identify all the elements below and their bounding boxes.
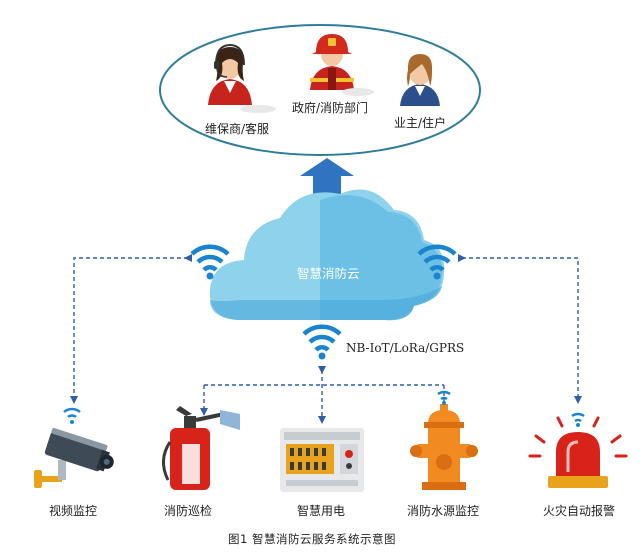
electric-label: 智慧用电 bbox=[297, 504, 346, 518]
resident-avatar-icon bbox=[400, 54, 440, 106]
cloud-icon bbox=[209, 189, 445, 321]
wifi-right-icon bbox=[417, 244, 457, 280]
cloud-label: 智慧消防云 bbox=[297, 266, 360, 281]
owner-label: 业主/住户 bbox=[394, 116, 447, 130]
fire-dept-label: 政府/消防部门 bbox=[292, 101, 369, 115]
electric-panel-icon bbox=[280, 428, 364, 492]
video-label: 视频监控 bbox=[49, 504, 98, 518]
water-label: 消防水源监控 bbox=[407, 504, 480, 518]
patrol-label: 消防巡检 bbox=[164, 504, 213, 518]
video-link-line bbox=[70, 254, 192, 404]
upload-arrow-icon bbox=[300, 158, 354, 196]
wifi-center-icon bbox=[302, 324, 342, 360]
maintainer-label: 维保商/客服 bbox=[205, 122, 270, 136]
fire-extinguisher-icon bbox=[162, 406, 240, 490]
firefighter-avatar-icon bbox=[310, 34, 374, 96]
customer-service-avatar-icon bbox=[208, 43, 276, 113]
wifi-left-icon bbox=[190, 244, 230, 280]
network-label: NB-IoT/LoRa/GPRS bbox=[346, 341, 465, 355]
camera-icon bbox=[34, 407, 114, 488]
alarm-label: 火灾自动报警 bbox=[543, 504, 616, 518]
alarm-beacon-icon bbox=[528, 412, 628, 488]
fire-hydrant-icon bbox=[410, 390, 478, 490]
figure-caption: 图1 智慧消防云服务系统示意图 bbox=[228, 532, 396, 546]
alarm-link-line bbox=[458, 254, 582, 404]
